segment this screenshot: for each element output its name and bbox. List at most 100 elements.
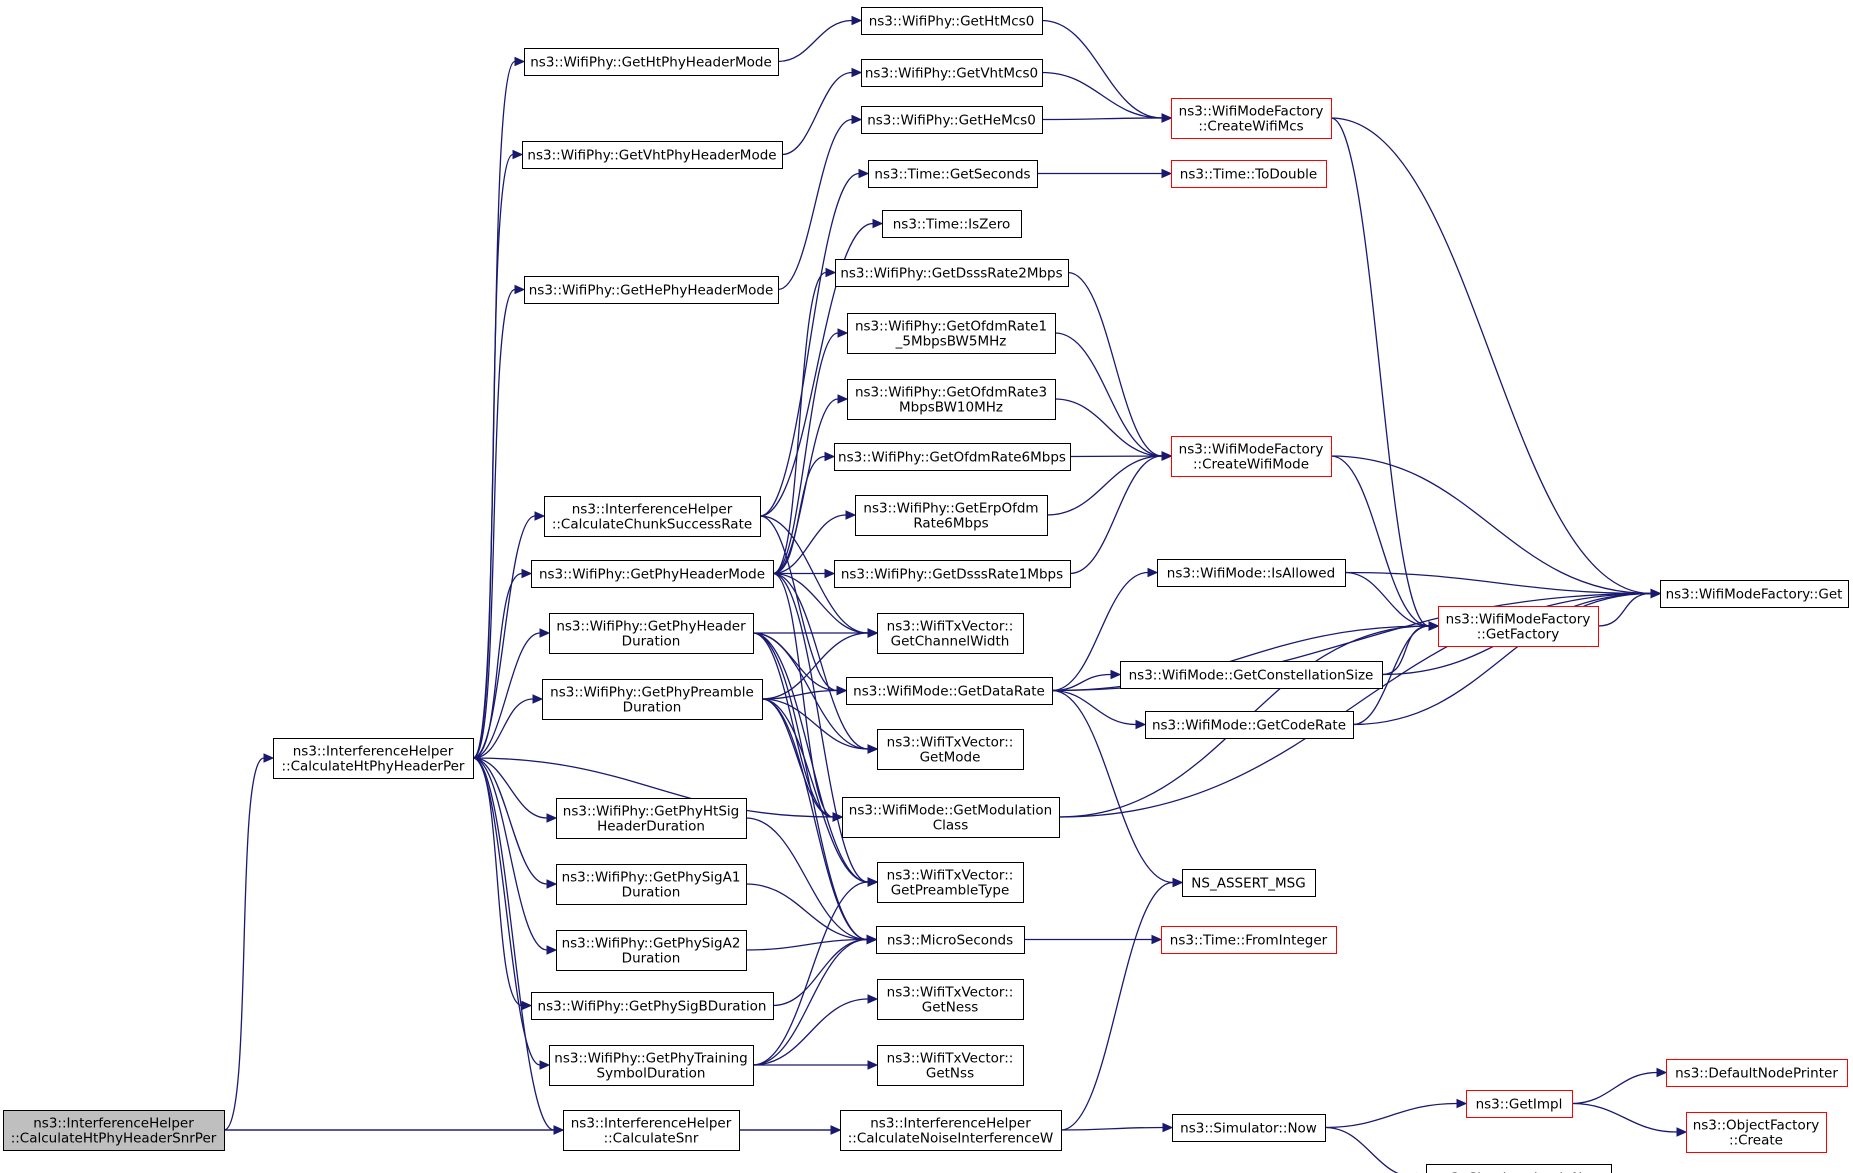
- call-edge-getCodeRate-to-getFactory: [1352, 625, 1430, 726]
- node-getTraining[interactable]: ns3::WifiPhy::GetPhyTrainingSymbolDurati…: [549, 1045, 754, 1086]
- call-edge-calcNoise-to-nsAssert: [1060, 881, 1174, 1131]
- node-createMode[interactable]: ns3::WifiModeFactory::CreateWifiMode: [1171, 436, 1332, 477]
- call-nodes: ns3::InterferenceHelper::CalculateHtPhyH…: [3, 7, 1849, 1173]
- node-ofdm1_5[interactable]: ns3::WifiPhy::GetOfdmRate1_5MbpsBW5MHz: [847, 313, 1056, 354]
- node-getFactory[interactable]: ns3::WifiModeFactory::GetFactory: [1438, 606, 1599, 647]
- node-factoryGet[interactable]: ns3::WifiModeFactory::Get: [1660, 580, 1849, 608]
- node-box: [835, 259, 1069, 287]
- call-edge-getPhyHdrMode-to-erp6: [772, 514, 847, 575]
- node-box: [861, 59, 1043, 87]
- call-edge-modeDataRate-to-getCodeRate: [1051, 689, 1137, 726]
- node-fromInteger[interactable]: ns3::Time::FromInteger: [1161, 926, 1337, 954]
- node-label-line: Duration: [622, 951, 681, 967]
- node-label-line: HeaderDuration: [597, 819, 705, 835]
- node-defPrinter[interactable]: ns3::DefaultNodePrinter: [1666, 1059, 1848, 1087]
- node-getPhyHdrMode[interactable]: ns3::WifiPhy::GetPhyHeaderMode: [531, 560, 774, 588]
- node-getHtMcs0[interactable]: ns3::WifiPhy::GetHtMcs0: [861, 7, 1043, 35]
- node-modeDataRate[interactable]: ns3::WifiMode::GetDataRate: [846, 677, 1053, 705]
- node-label-line: ns3::WifiPhy::GetErpOfdm: [863, 501, 1038, 517]
- node-getHeMcs0[interactable]: ns3::WifiPhy::GetHeMcs0: [861, 106, 1043, 134]
- node-objCreate[interactable]: ns3::ObjectFactory::Create: [1686, 1112, 1827, 1153]
- call-edge-createMode-to-getFactory: [1330, 455, 1430, 627]
- node-label-line: ::CalculateNoiseInterferenceW: [848, 1131, 1054, 1147]
- node-ofdm6[interactable]: ns3::WifiPhy::GetOfdmRate6Mbps: [834, 443, 1071, 471]
- node-box: [877, 1045, 1024, 1086]
- node-txPreamble[interactable]: ns3::WifiTxVector::GetPreambleType: [877, 862, 1024, 903]
- node-isAllowed[interactable]: ns3::WifiMode::IsAllowed: [1157, 559, 1346, 587]
- node-box: [1120, 661, 1383, 689]
- arrowhead-getPhyHdrMode-to-ofdm3: [837, 394, 849, 404]
- node-box: [882, 210, 1022, 238]
- arrowhead-getVhtPhyHdr-to-getVhtMcs0: [851, 67, 863, 78]
- call-edge-calcHtPer-to-modeModClass: [472, 757, 834, 818]
- node-txMode[interactable]: ns3::WifiTxVector::GetMode: [877, 729, 1024, 770]
- node-box: [531, 992, 774, 1020]
- node-label-line: GetNss: [926, 1066, 974, 1082]
- node-createMcs[interactable]: ns3::WifiModeFactory::CreateWifiMcs: [1171, 98, 1332, 139]
- node-box: [524, 276, 779, 304]
- node-label-line: ns3::InterferenceHelper: [33, 1116, 194, 1132]
- node-calcHtPer[interactable]: ns3::InterferenceHelper::CalculateHtPhyH…: [273, 738, 474, 779]
- node-getImpl[interactable]: ns3::GetImpl: [1466, 1090, 1573, 1118]
- call-edge-getHeMcs0-to-createMcs: [1041, 117, 1163, 121]
- node-getCodeRate[interactable]: ns3::WifiMode::GetCodeRate: [1145, 711, 1354, 739]
- node-label-line: GetChannelWidth: [891, 634, 1010, 650]
- node-timeIsZero[interactable]: ns3::Time::IsZero: [882, 210, 1022, 238]
- node-timeGetSec[interactable]: ns3::Time::GetSeconds: [868, 160, 1038, 188]
- node-dsss1[interactable]: ns3::WifiPhy::GetDsssRate1Mbps: [834, 560, 1071, 588]
- node-label-line: ::CalculateSnr: [604, 1131, 699, 1147]
- arrowhead-getImpl-to-objCreate: [1676, 1127, 1688, 1137]
- node-label-line: ns3::Simulator::Now: [1180, 1121, 1317, 1137]
- node-root[interactable]: ns3::InterferenceHelper::CalculateHtPhyH…: [3, 1110, 225, 1151]
- node-getVhtMcs0[interactable]: ns3::WifiPhy::GetVhtMcs0: [861, 59, 1043, 87]
- arrowhead-calcHtPer-to-calcChunk: [534, 511, 546, 521]
- node-box: [544, 496, 761, 537]
- node-txChWidth[interactable]: ns3::WifiTxVector::GetChannelWidth: [877, 613, 1024, 654]
- call-edge-getPhyPreDur-to-txMode: [761, 698, 869, 750]
- node-label-line: ns3::InterferenceHelper: [571, 1116, 732, 1132]
- call-edge-calcHtPer-to-getTraining: [472, 757, 541, 1066]
- node-txNess[interactable]: ns3::WifiTxVector::GetNess: [877, 979, 1024, 1020]
- node-calcSnr[interactable]: ns3::InterferenceHelper::CalculateSnr: [563, 1110, 740, 1151]
- call-edge-getHtPhyHdr-to-getHtMcs0: [777, 19, 853, 63]
- node-label-line: MbpsBW10MHz: [899, 400, 1003, 416]
- node-toDouble[interactable]: ns3::Time::ToDouble: [1171, 160, 1327, 188]
- node-getHePhyHdr[interactable]: ns3::WifiPhy::GetHePhyHeaderMode: [524, 276, 779, 304]
- arrowhead-getPhyPreDur-to-modeModClass: [832, 812, 844, 822]
- node-microSec[interactable]: ns3::MicroSeconds: [876, 926, 1025, 954]
- arrowhead-getImpl-to-defPrinter: [1656, 1067, 1668, 1078]
- node-label-line: ::CreateWifiMode: [1193, 457, 1309, 473]
- arrowhead-getTraining-to-txNss: [867, 1060, 879, 1070]
- node-txNss[interactable]: ns3::WifiTxVector::GetNss: [877, 1045, 1024, 1086]
- node-label-line: ns3::WifiModeFactory: [1179, 442, 1324, 458]
- node-getVhtPhyHdr[interactable]: ns3::WifiPhy::GetVhtPhyHeaderMode: [522, 141, 783, 169]
- arrowhead-getHtPhyHdr-to-getHtMcs0: [851, 15, 863, 26]
- node-label-line: ns3::InterferenceHelper: [572, 502, 733, 518]
- node-box: [876, 926, 1025, 954]
- node-calcChunk[interactable]: ns3::InterferenceHelper::CalculateChunkS…: [544, 496, 761, 537]
- node-getConst[interactable]: ns3::WifiMode::GetConstellationSize: [1120, 661, 1383, 689]
- node-calcNoise[interactable]: ns3::InterferenceHelper::CalculateNoiseI…: [840, 1110, 1062, 1151]
- node-getHtPhyHdr[interactable]: ns3::WifiPhy::GetHtPhyHeaderMode: [524, 48, 779, 76]
- call-edge-modeDataRate-to-getFactory: [1051, 625, 1430, 692]
- call-edge-createMode-to-factoryGet: [1330, 455, 1652, 595]
- node-simNow[interactable]: ns3::Simulator::Now: [1172, 1114, 1326, 1142]
- call-edge-getPhyHdrMode-to-ofdm1_5: [772, 332, 839, 575]
- node-label-line: ::Create: [1729, 1133, 1783, 1149]
- arrowhead-getPhyPreDur-to-modeDataRate: [836, 685, 848, 696]
- node-label-line: ns3::WifiPhy::GetOfdmRate3: [855, 385, 1047, 401]
- node-nsAssert[interactable]: NS_ASSERT_MSG: [1182, 869, 1316, 897]
- node-getSigB[interactable]: ns3::WifiPhy::GetPhySigBDuration: [531, 992, 774, 1020]
- call-edge-getImpl-to-objCreate: [1571, 1102, 1678, 1133]
- node-label-line: ns3::DefaultNodePrinter: [1675, 1066, 1838, 1082]
- node-dsss2[interactable]: ns3::WifiPhy::GetDsssRate2Mbps: [835, 259, 1069, 287]
- node-simImplNow[interactable]: ns3::SimulatorImpl::Now: [1426, 1164, 1612, 1173]
